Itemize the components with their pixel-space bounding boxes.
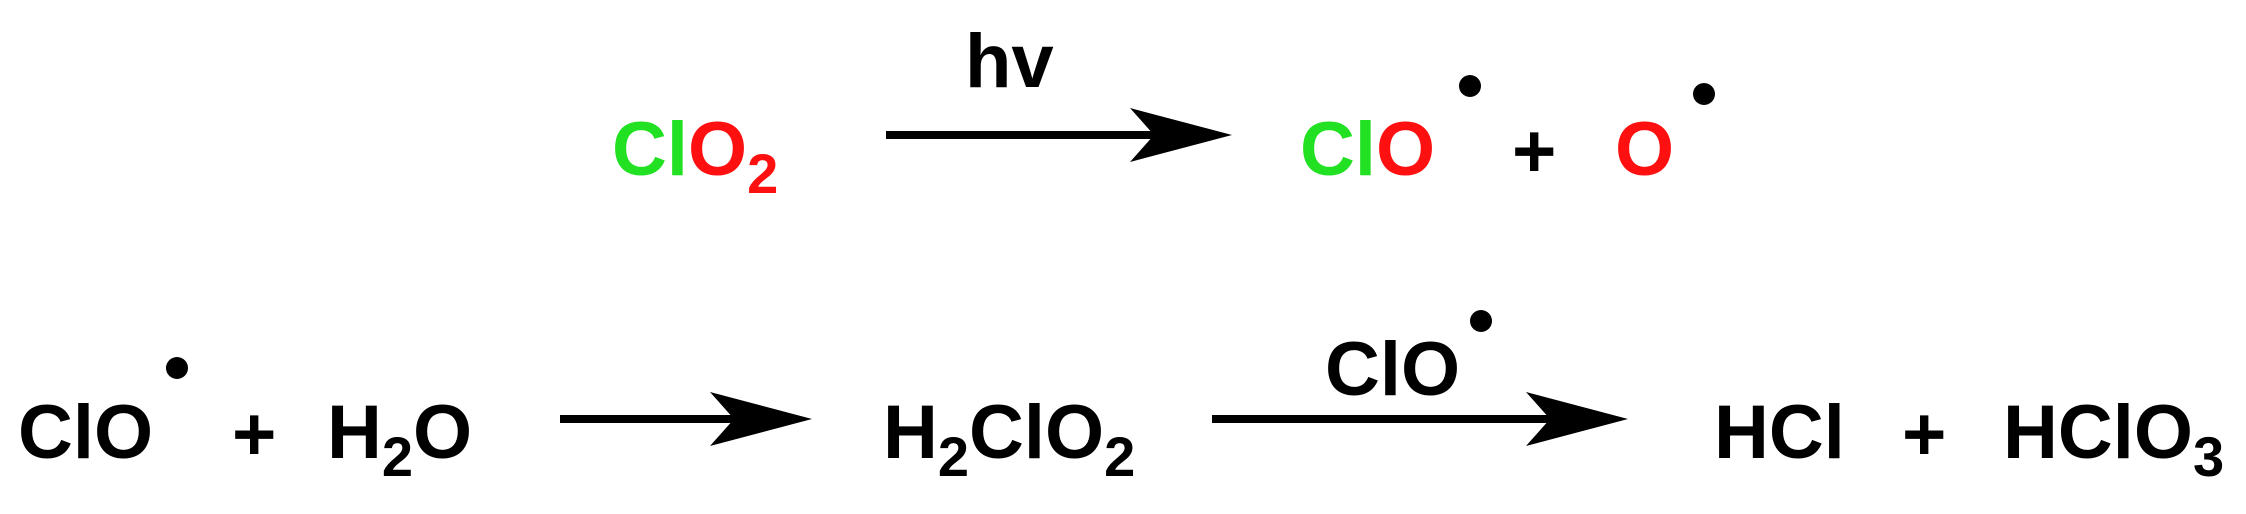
oxygen-count: 2 (747, 142, 779, 205)
chlorine-oxygen-symbols: ClO (969, 390, 1105, 475)
reaction2-reactant-h2o: H2O (327, 395, 472, 485)
reaction2-plus: + (232, 392, 277, 477)
oxygen-symbol: O (1615, 107, 1675, 192)
oxygen-symbol: O (1376, 107, 1436, 192)
reaction2-reactant-clo-radical: ClO (18, 390, 154, 475)
reaction2-intermediate-h2clo2: H2ClO2 (883, 395, 1135, 485)
reaction1-plus: + (1512, 109, 1557, 194)
hclo-symbols: HClO (2003, 390, 2193, 475)
reaction2-arrow-1 (560, 392, 816, 446)
reaction1-product-clo-radical: ClO (1300, 112, 1435, 188)
hydrogen-count: 2 (937, 425, 970, 488)
reaction1-condition-hv: hv (965, 19, 1054, 104)
reaction1-product-o-radical: O (1615, 112, 1674, 188)
reaction-arrow-icon (560, 392, 812, 446)
reaction1-arrow (886, 108, 1236, 162)
oxygen-symbol: O (688, 107, 748, 192)
reaction2-product-hcl: HCl (1714, 390, 1845, 475)
reaction-arrow-icon (1212, 392, 1628, 446)
reaction2-product-hclo3: HClO3 (2003, 395, 2224, 485)
reaction2-arrow-2 (1212, 392, 1632, 446)
reaction1-reactant-clo2: ClO2 (612, 112, 778, 202)
oxygen-symbol: O (413, 390, 473, 475)
reaction-arrow-icon (886, 108, 1232, 162)
radical-dot-icon (1693, 83, 1715, 105)
reaction2-plus: + (1902, 392, 1947, 477)
chlorine-symbol: Cl (1300, 107, 1376, 192)
chlorine-symbol: Cl (612, 107, 688, 192)
radical-dot-icon (166, 357, 188, 379)
radical-dot-icon (1459, 75, 1481, 97)
radical-dot-icon (1470, 310, 1492, 332)
reaction2-condition-clo-radical: ClO (1325, 327, 1461, 412)
oxygen-count: 2 (1104, 425, 1136, 488)
hydrogen-symbol: H (883, 390, 938, 475)
hydrogen-symbol: H (327, 390, 382, 475)
oxygen-count: 3 (2193, 425, 2225, 488)
hydrogen-count: 2 (381, 425, 414, 488)
